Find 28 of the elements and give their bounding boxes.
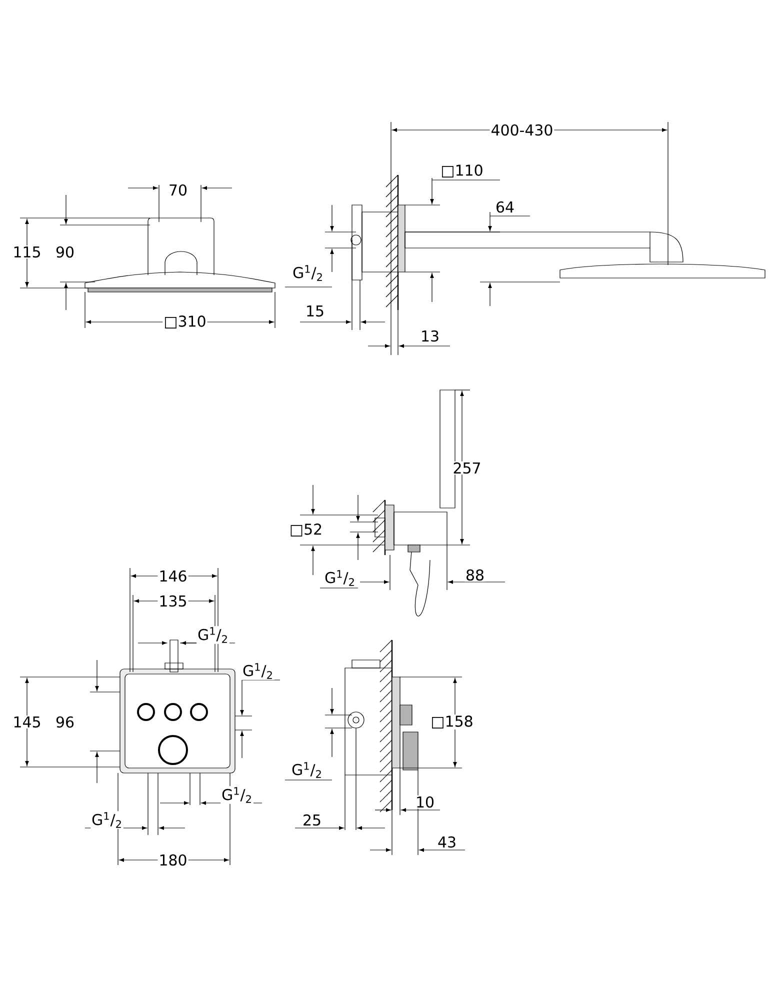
- dimension-label: □52: [288, 522, 324, 538]
- dimension-label: G$^{1}$/$_{2}$: [220, 786, 254, 804]
- dimension-label: 70: [168, 183, 188, 197]
- dimension-label: G$^{1}$/$_{2}$: [242, 662, 274, 680]
- dimension-label: □158: [430, 714, 474, 730]
- dimension-label: 400-430: [490, 123, 554, 137]
- dimension-label: 43: [436, 835, 458, 849]
- dimension-label: □110: [440, 164, 484, 178]
- dimension-label: G$^{1}$/$_{2}$: [292, 264, 324, 282]
- dimension-label: G$^{1}$/$_{2}$: [290, 761, 324, 779]
- dimension-label: □310: [162, 314, 208, 330]
- dimension-label: 64: [494, 200, 516, 214]
- dimension-label: 13: [420, 329, 440, 343]
- dimension-label: 145: [12, 715, 42, 729]
- dimension-label: 96: [54, 715, 76, 729]
- dimension-label: 135: [158, 594, 188, 608]
- dimension-label: 88: [464, 568, 486, 582]
- dimension-label: 257: [452, 461, 482, 475]
- dimension-label: 115: [12, 245, 42, 259]
- dimension-label: 90: [54, 245, 76, 259]
- dimension-label: 180: [158, 853, 188, 867]
- dimension-label: 25: [302, 813, 322, 827]
- dimension-label: G$^{1}$/$_{2}$: [196, 626, 230, 644]
- dimension-label: 146: [158, 569, 188, 583]
- dimension-label: G$^{1}$/$_{2}$: [324, 569, 356, 587]
- dimension-label: G$^{1}$/$_{2}$: [90, 811, 124, 829]
- dimension-label: 15: [304, 304, 326, 318]
- dimension-label: 10: [414, 795, 436, 809]
